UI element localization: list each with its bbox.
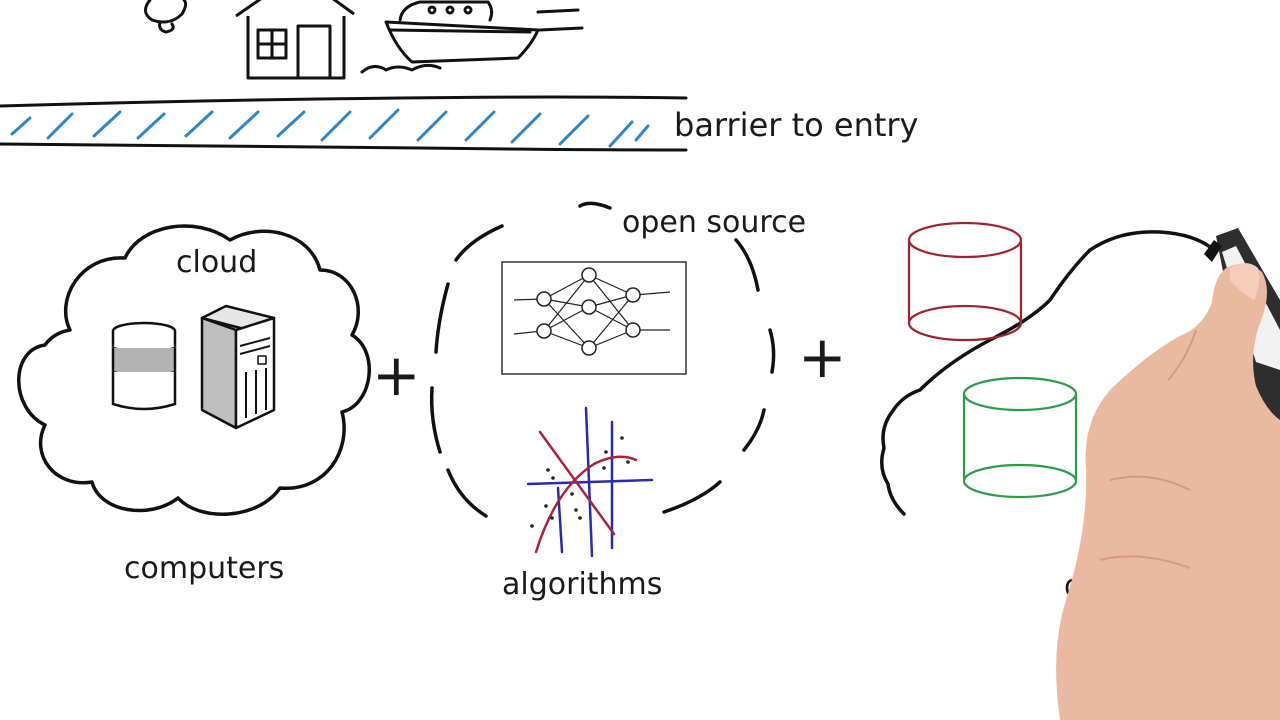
database-icon xyxy=(111,321,177,411)
server-tower-icon xyxy=(200,304,276,430)
computers-label: computers xyxy=(124,551,284,586)
ship-icon xyxy=(360,0,584,74)
cloud-outline xyxy=(17,224,371,516)
database-icon-green xyxy=(962,376,1078,499)
river-water-strokes xyxy=(10,108,650,148)
neural-network-icon xyxy=(501,261,687,375)
river-barrier xyxy=(0,95,688,152)
cloud-label: cloud xyxy=(176,245,257,280)
data-cloud-outline xyxy=(880,230,1216,516)
open-source-label: open source xyxy=(622,205,806,240)
hand-with-marker-icon xyxy=(1056,228,1280,720)
plus-operator-2: + xyxy=(798,323,847,391)
database-icon-red xyxy=(907,221,1023,342)
classification-plot-icon xyxy=(526,406,654,558)
algorithms-label: algorithms xyxy=(502,567,662,602)
person-icon xyxy=(144,0,188,34)
open-source-boundary xyxy=(429,201,776,518)
house-icon xyxy=(235,0,355,80)
plus-operator-1: + xyxy=(372,341,421,409)
barrier-to-entry-label: barrier to entry xyxy=(674,106,918,144)
